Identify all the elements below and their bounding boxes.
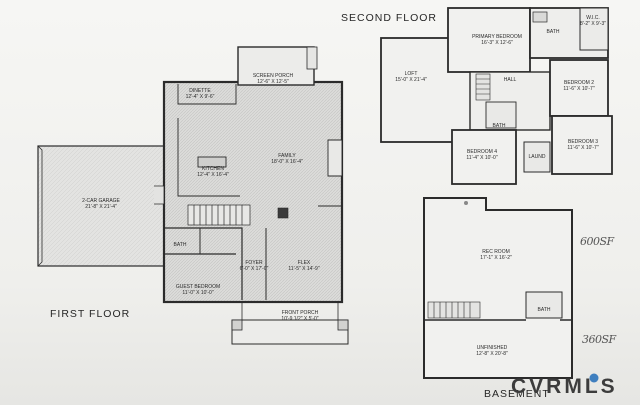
- bedroom3-area: [551, 115, 613, 175]
- room-label-bath-primary: BATH: [546, 29, 560, 35]
- primary-bedroom-area: [447, 7, 531, 73]
- stairs-first: [187, 204, 251, 226]
- fireplace: [277, 207, 289, 219]
- front-porch-area: [231, 319, 349, 345]
- laundry-area: [523, 141, 551, 173]
- first-floor-plan: [37, 46, 349, 345]
- bedroom4-area: [451, 129, 517, 185]
- room-label-bath-basement: BATH: [537, 307, 551, 313]
- cvrmls-logo: CVRMLS: [511, 372, 637, 400]
- screen-porch-area: [237, 46, 315, 86]
- handwritten-note-lower: 360SF: [582, 333, 616, 346]
- room-label-wic: W.I.C.8'-2" X 9'-3": [579, 15, 607, 27]
- basement-title: BASEMENT: [484, 388, 550, 400]
- second-floor-title: SECOND FLOOR: [341, 12, 438, 24]
- first-floor-title: FIRST FLOOR: [50, 308, 131, 320]
- basement-bath-area: [525, 291, 563, 319]
- handwritten-note-upper: 600SF: [580, 235, 614, 248]
- room-label-hall: HALL: [503, 77, 517, 83]
- room-label-laundry: LAUND: [528, 154, 546, 160]
- basement-plan: [423, 197, 573, 379]
- room-label-bath-first: BATH: [173, 242, 187, 248]
- room-label-bath-hall: BATH: [492, 123, 506, 129]
- bedroom2-area: [549, 59, 609, 117]
- kitchen-island: [197, 156, 227, 168]
- basement-outline: [423, 197, 573, 379]
- garage-area: [37, 145, 165, 267]
- main-house-area: [162, 80, 344, 304]
- second-floor-plan: [380, 7, 613, 185]
- svg-text:CVRMLS: CVRMLS: [511, 375, 618, 398]
